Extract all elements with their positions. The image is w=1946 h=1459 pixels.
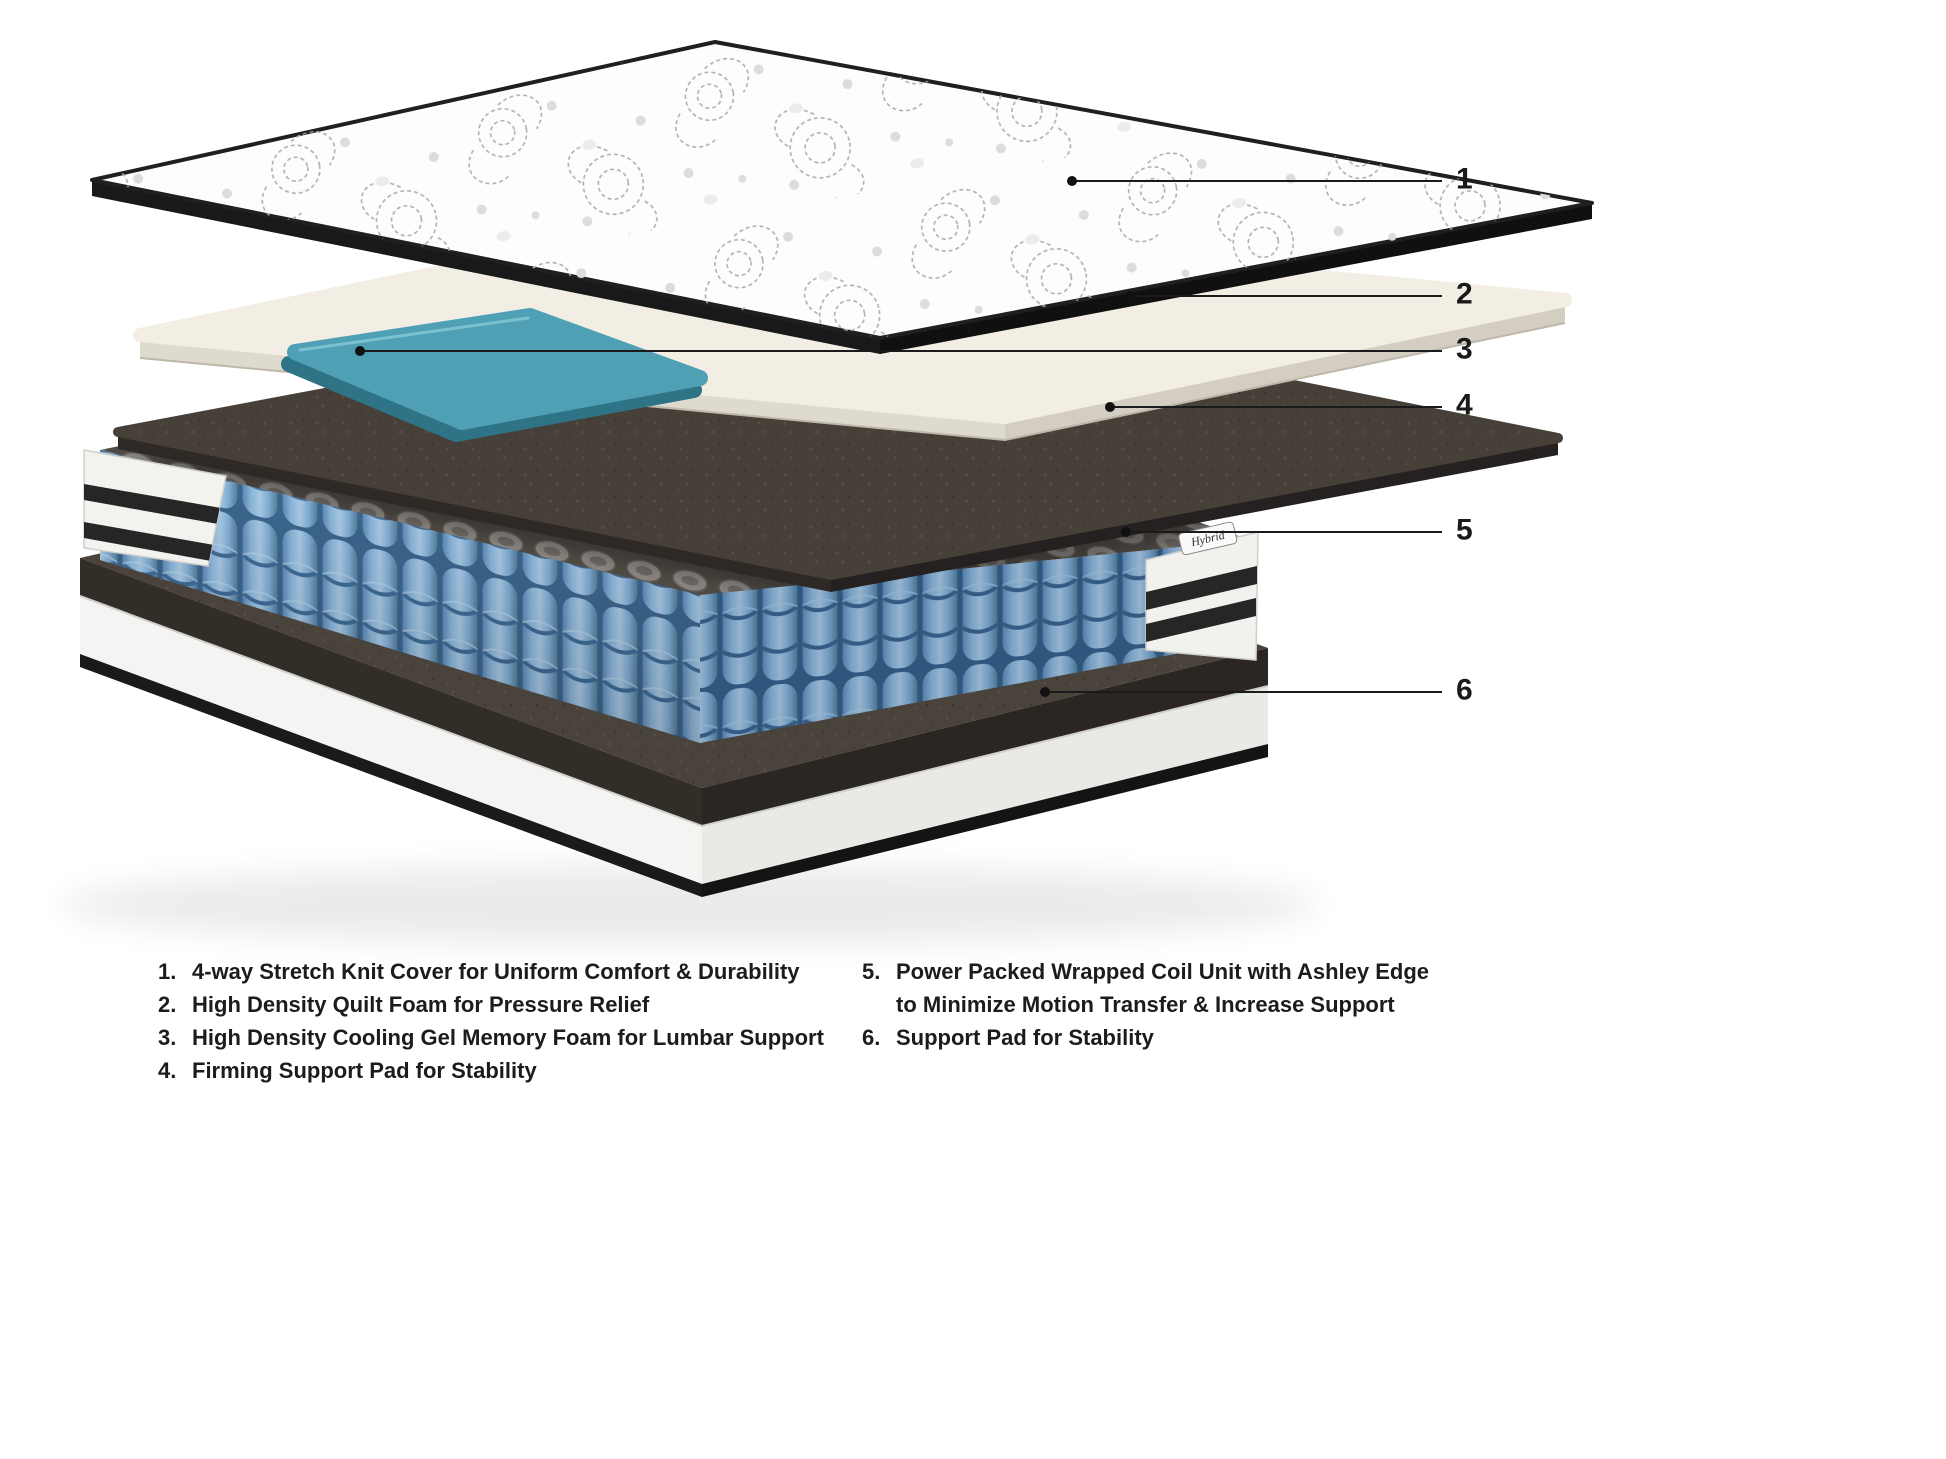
- legend-item-number: 6.: [862, 1025, 881, 1050]
- base-trim-right: [702, 744, 1268, 897]
- callout-dot-2: [1125, 291, 1135, 301]
- legend-item-text: Support Pad for Stability: [896, 1025, 1154, 1050]
- legend-item-text: 4-way Stretch Knit Cover for Uniform Com…: [192, 959, 800, 984]
- callout-dots: [355, 176, 1135, 697]
- legend-item-5: 5. Power Packed Wrapped Coil Unit with A…: [862, 955, 1562, 1021]
- callout-dot-3: [355, 346, 365, 356]
- callout-number-4: 4: [1456, 388, 1473, 422]
- callout-number-2: 2: [1456, 277, 1473, 311]
- gel-pad-highlight: [298, 316, 530, 352]
- legend-item-number: 4.: [158, 1058, 177, 1083]
- support-pad-bottom-left-face: [80, 558, 702, 826]
- legend-item-2: 2. High Density Quilt Foam for Pressure …: [158, 988, 864, 1021]
- legend-column-right: 5. Power Packed Wrapped Coil Unit with A…: [862, 955, 1562, 1054]
- corner-guard-left-stripe: [84, 522, 214, 561]
- coil-front-left-shade: [100, 450, 700, 743]
- callout-dot-6: [1040, 687, 1050, 697]
- legend-item-3: 3. High Density Cooling Gel Memory Foam …: [158, 1021, 864, 1054]
- base-seam-line: [79, 595, 1269, 828]
- legend-item-6: 6. Support Pad for Stability: [862, 1021, 1562, 1054]
- cover-left-rim: [92, 180, 880, 354]
- corner-guard-left: [83, 449, 227, 567]
- corner-guard-right-stripe: [1146, 566, 1257, 610]
- callout-lines: [360, 180, 1442, 693]
- legend-item-text: Firming Support Pad for Stability: [192, 1058, 537, 1083]
- legend-item-text: Power Packed Wrapped Coil Unit with Ashl…: [896, 959, 1429, 1017]
- legend-item-number: 2.: [158, 992, 177, 1017]
- legend-column-left: 1. 4-way Stretch Knit Cover for Uniform …: [158, 955, 864, 1087]
- legend-item-text: High Density Cooling Gel Memory Foam for…: [192, 1025, 824, 1050]
- callout-number-6: 6: [1456, 673, 1473, 707]
- callout-dot-4: [1105, 402, 1115, 412]
- ground-shadow: [60, 865, 1320, 945]
- layer-1-quilted-cover: [90, 40, 1594, 354]
- callout-dot-1: [1067, 176, 1077, 186]
- legend-item-number: 3.: [158, 1025, 177, 1050]
- callout-number-5: 5: [1456, 513, 1473, 547]
- callout-number-1: 1: [1456, 162, 1473, 196]
- legend-item-4: 4. Firming Support Pad for Stability: [158, 1054, 864, 1087]
- corner-guard-right-stripe: [1146, 598, 1256, 642]
- legend-item-1: 1. 4-way Stretch Knit Cover for Uniform …: [158, 955, 864, 988]
- callout-number-3: 3: [1456, 332, 1473, 366]
- legend-item-text: High Density Quilt Foam for Pressure Rel…: [192, 992, 650, 1017]
- corner-guard-left-stripe: [84, 484, 221, 524]
- cover-right-rim: [880, 203, 1592, 354]
- cover-floral-pattern: [92, 42, 1592, 338]
- callout-dot-5: [1121, 527, 1131, 537]
- legend-item-number: 5.: [862, 959, 881, 984]
- base-left-face: [80, 596, 702, 884]
- legend-item-number: 1.: [158, 959, 177, 984]
- base-trim-left: [80, 654, 702, 897]
- layer-3-gel-memory-foam: [281, 308, 708, 442]
- base-right-face: [702, 686, 1268, 884]
